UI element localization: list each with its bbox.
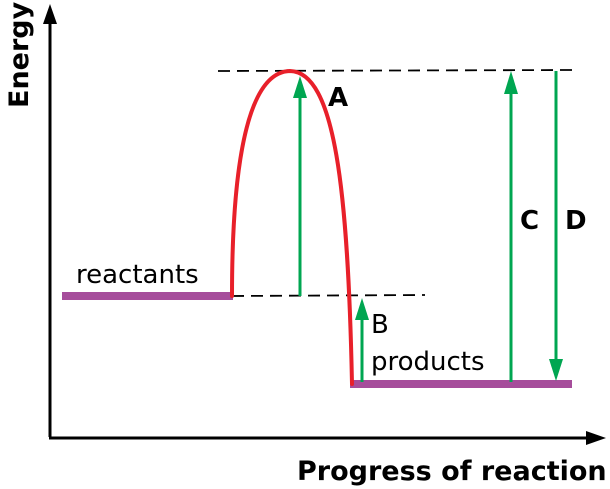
y-axis <box>43 4 57 437</box>
x-axis <box>49 431 606 445</box>
label-a: A <box>328 83 348 113</box>
reactants-label: reactants <box>76 260 199 290</box>
products-label: products <box>371 347 485 377</box>
arrow-b <box>355 298 369 382</box>
x-axis-arrowhead-icon <box>586 431 606 445</box>
energy-curve <box>230 68 354 386</box>
y-axis-label: Energy <box>4 1 35 108</box>
x-axis-label: Progress of reaction <box>297 456 607 487</box>
label-b: B <box>371 310 389 340</box>
y-axis-arrowhead-icon <box>43 4 57 24</box>
transition-state-dashed-line <box>217 69 573 72</box>
arrow-c-head-icon <box>504 71 518 94</box>
arrow-d <box>549 71 563 381</box>
label-d: D <box>565 206 587 236</box>
arrow-a <box>293 76 307 296</box>
arrow-a-head-icon <box>293 76 307 98</box>
arrow-d-head-icon <box>549 359 563 381</box>
arrow-c <box>504 71 518 382</box>
reactant-level-dashed-line <box>231 294 426 297</box>
label-c: C <box>520 206 539 236</box>
arrow-b-head-icon <box>355 298 369 320</box>
